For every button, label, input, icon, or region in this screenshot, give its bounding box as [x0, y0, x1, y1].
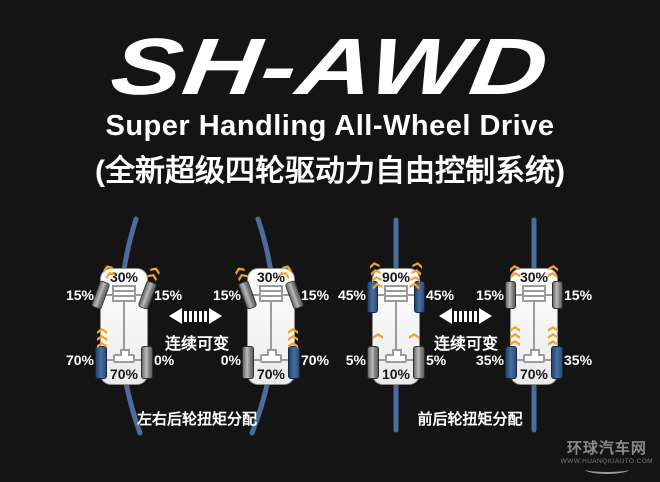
car-rear-left-torque: 30% 15% 15% 70% 0% 70% [66, 268, 182, 385]
watermark-url: WWW.HUANQIUAUTO.COM [560, 458, 653, 465]
front-right-pct: 15% [564, 287, 593, 303]
rear-total-pct: 70% [519, 366, 549, 382]
sh-awd-logo: SH-AWD [0, 22, 660, 111]
watermark-swoosh-icon [584, 465, 629, 474]
rear-total-pct: 70% [109, 366, 139, 382]
panel-caption-right: 前后轮扭矩分配 [417, 411, 523, 428]
engine-icon [522, 285, 546, 302]
rear-left-pct: 70% [65, 352, 94, 368]
rear-right-pct: 70% [301, 352, 330, 368]
torque-chevron-icon [509, 265, 520, 279]
rear-right-wheel [141, 346, 153, 379]
engine-icon [259, 285, 283, 302]
rear-left-pct: 35% [475, 352, 504, 368]
panel-caption-left: 左右后轮扭矩分配 [136, 411, 258, 428]
front-right-pct: 15% [301, 287, 330, 303]
rear-left-wheel-driven [505, 346, 517, 379]
arrowhead-right-icon [479, 308, 492, 324]
rear-right-wheel-driven [288, 346, 300, 379]
front-total-pct: 30% [109, 269, 139, 285]
front-left-pct: 45% [337, 287, 366, 303]
front-total-pct: 30% [256, 269, 286, 285]
torque-chevron-icon [288, 328, 298, 348]
engine-icon [112, 285, 136, 302]
rear-right-pct: 5% [426, 352, 447, 368]
front-right-wheel [552, 281, 563, 309]
rear-right-wheel-driven [551, 346, 563, 379]
driveshaft [395, 295, 397, 359]
driveshaft [270, 295, 272, 359]
subtitle-en: Super Handling All-Wheel Drive [105, 110, 555, 142]
driveshaft [123, 295, 125, 359]
variable-label: 连续可变 [433, 336, 499, 353]
front-left-pct: 15% [65, 287, 94, 303]
front-left-pct: 15% [212, 287, 241, 303]
arrowhead-right-icon [209, 308, 222, 324]
rear-right-pct: 0% [154, 352, 175, 368]
torque-chevron-icon [409, 333, 419, 339]
double-arrow-icon [439, 308, 492, 324]
rear-total-pct: 70% [256, 366, 286, 382]
logo-text: SH-AWD [105, 22, 555, 111]
rear-total-pct: 10% [381, 366, 411, 382]
front-left-wheel [505, 281, 516, 309]
driveshaft [533, 295, 535, 359]
front-right-pct: 15% [154, 287, 183, 303]
front-total-pct: 90% [381, 269, 411, 285]
arrowhead-left-icon [169, 308, 182, 324]
torque-chevron-icon [548, 326, 558, 346]
watermark-site: 环球汽车网 [566, 440, 647, 457]
car-front-biased-torque: 90% 45% 45% 5% 5% 10% [338, 268, 454, 385]
differential-icon [260, 349, 282, 363]
front-left-pct: 15% [475, 287, 504, 303]
car-rear-biased-torque: 30% 15% 15% 35% 35% 70% [476, 265, 592, 385]
variable-label: 连续可变 [164, 336, 230, 353]
car-rear-right-torque: 30% 15% 15% 0% 70% 70% [213, 268, 329, 385]
torque-chevron-icon [97, 328, 107, 348]
differential-icon [113, 349, 135, 363]
torque-chevron-icon [547, 265, 558, 279]
differential-icon [523, 349, 545, 363]
arrowhead-left-icon [439, 308, 452, 324]
torque-chevron-icon [373, 333, 383, 339]
double-arrow-icon [169, 308, 222, 324]
front-total-pct: 30% [519, 269, 549, 285]
rear-left-wheel [242, 346, 254, 379]
rear-right-pct: 35% [564, 352, 593, 368]
engine-icon [384, 285, 408, 302]
front-right-pct: 45% [426, 287, 455, 303]
rear-left-wheel-driven [95, 346, 107, 379]
differential-icon [385, 349, 407, 363]
rear-left-pct: 0% [220, 352, 241, 368]
watermark: 环球汽车网 WWW.HUANQIUAUTO.COM [561, 441, 653, 474]
torque-chevron-icon [510, 326, 520, 346]
rear-right-wheel [413, 346, 425, 379]
rear-left-pct: 5% [345, 352, 366, 368]
rear-left-wheel [367, 346, 379, 379]
subtitle-cn: (全新超级四轮驱动力自由控制系统) [95, 155, 565, 188]
